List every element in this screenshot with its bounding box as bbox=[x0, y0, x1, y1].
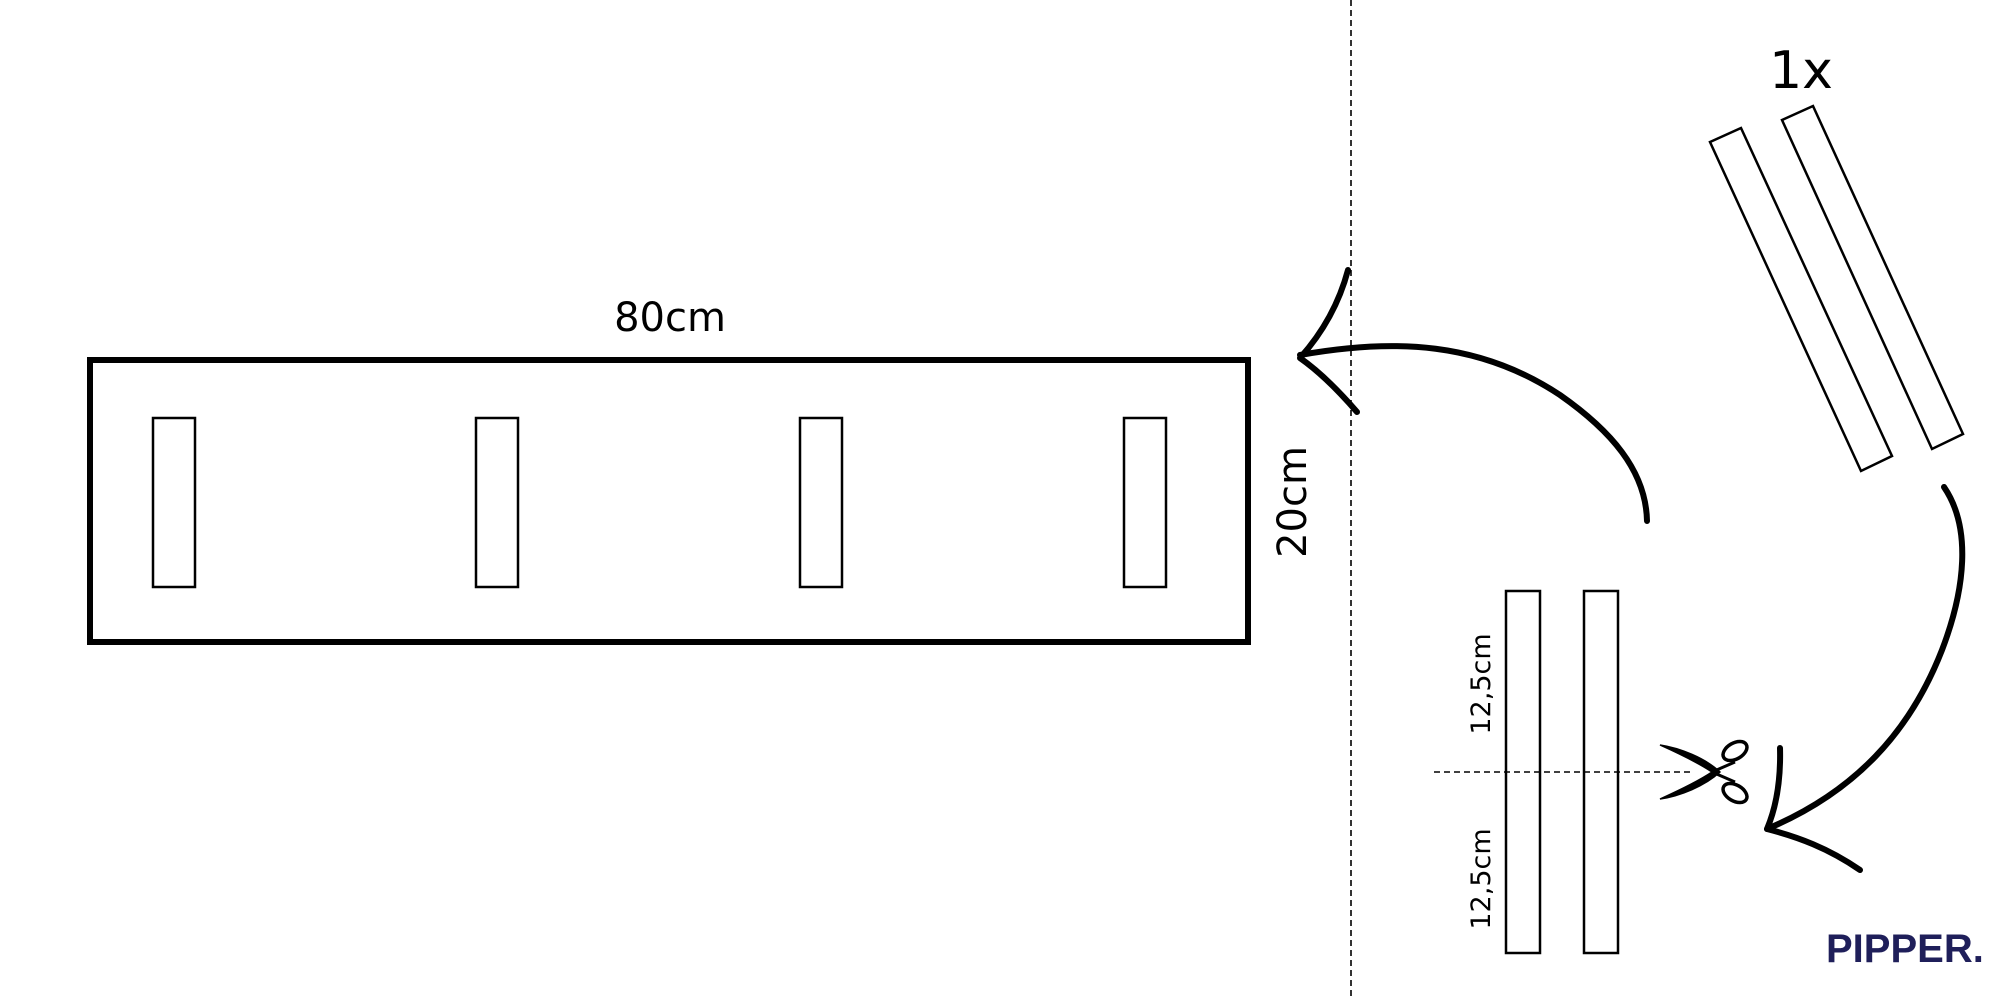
strip-angled bbox=[1780, 104, 1965, 451]
main-board bbox=[87, 357, 1251, 645]
cut-lower-label: 12,5cm bbox=[1466, 828, 1497, 929]
cut-upper-label: 12,5cm bbox=[1466, 633, 1497, 734]
width-label: 80cm bbox=[614, 295, 726, 341]
arrow-icon bbox=[1764, 484, 1966, 873]
height-label: 20cm bbox=[1270, 446, 1316, 558]
arrow-icon bbox=[1297, 267, 1650, 524]
board-slot bbox=[1122, 416, 1168, 589]
board-slot bbox=[474, 416, 520, 589]
strip-angled bbox=[1708, 126, 1894, 473]
count-label: 1x bbox=[1769, 41, 1833, 101]
brand-logo: PIPPER. bbox=[1826, 927, 1984, 971]
scissors-icon bbox=[1659, 739, 1749, 805]
board-slot bbox=[151, 416, 197, 589]
board-slot bbox=[798, 416, 844, 589]
